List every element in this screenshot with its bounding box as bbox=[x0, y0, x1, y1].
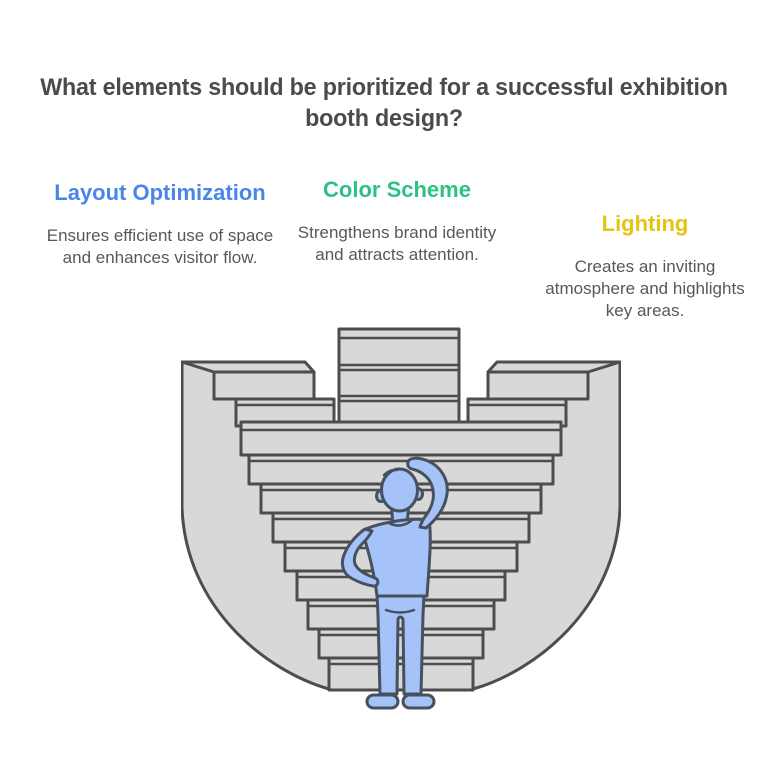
platform bbox=[239, 420, 563, 457]
column-description: Creates an inviting atmosphere and highl… bbox=[545, 257, 745, 320]
left-shoe bbox=[365, 693, 400, 710]
column-description: Strengthens brand identity and attracts … bbox=[297, 223, 497, 264]
person-head bbox=[380, 467, 419, 513]
person-torso bbox=[360, 517, 432, 598]
left-wall-outline bbox=[181, 360, 331, 691]
column-layout-optimization: Layout Optimization Ensures efficient us… bbox=[40, 179, 280, 269]
collar-line bbox=[387, 519, 413, 527]
right-shoe bbox=[401, 693, 436, 710]
left-block-step-1 bbox=[212, 370, 316, 401]
person-figure bbox=[340, 456, 449, 710]
stair-step bbox=[317, 627, 485, 660]
column-description: Ensures efficient use of space and enhan… bbox=[46, 226, 274, 267]
page-title: What elements should be prioritized for … bbox=[40, 74, 728, 133]
stairs-illustration bbox=[181, 327, 621, 710]
tower-bands bbox=[339, 336, 459, 403]
hair-line bbox=[382, 468, 399, 477]
column-heading: Lighting bbox=[601, 211, 689, 236]
column-lighting: Lighting Creates an inviting atmosphere … bbox=[535, 210, 755, 322]
pants-seam bbox=[384, 608, 416, 614]
column-color-scheme: Color Scheme Strengthens brand identity … bbox=[292, 176, 502, 266]
center-tower bbox=[337, 327, 461, 427]
arm-on-hip bbox=[340, 527, 380, 588]
column-heading: Color Scheme bbox=[323, 177, 471, 202]
right-block-step-1 bbox=[486, 370, 590, 401]
arm-scratching-head bbox=[406, 456, 449, 530]
column-heading: Layout Optimization bbox=[54, 180, 266, 205]
right-wall-outline bbox=[471, 360, 621, 691]
